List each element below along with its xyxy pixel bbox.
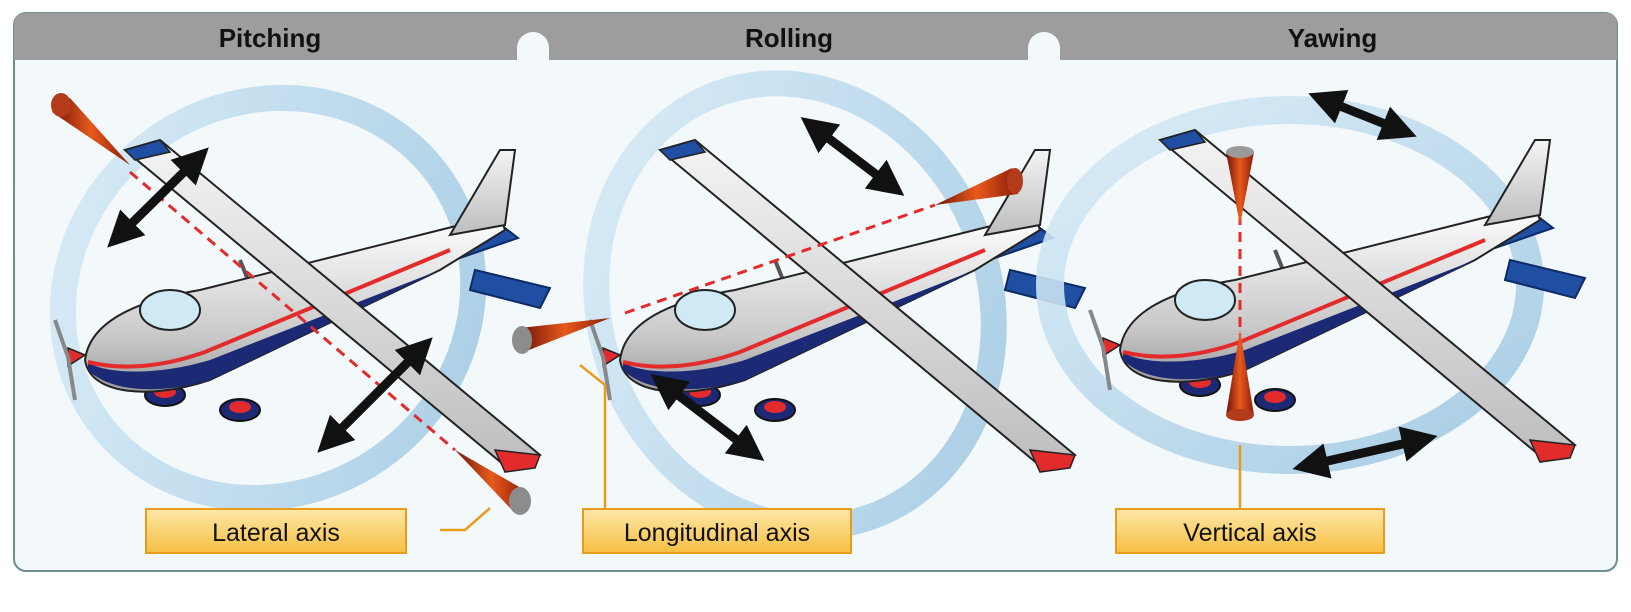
axis-cone-cap: [509, 487, 531, 515]
axis-cone-cap: [1226, 146, 1254, 158]
panel-title-rolling: Rolling: [744, 23, 834, 53]
roll-arrow-icon: [650, 374, 765, 461]
roll-arrow-icon: [800, 117, 905, 196]
panel-title-pitching: Pitching: [218, 23, 322, 53]
axis-cone: [455, 450, 528, 510]
pitch-arrow-icon: [107, 147, 209, 248]
axis-cone: [1226, 152, 1254, 225]
header-notch: [1028, 48, 1060, 62]
pitching-illustration: [49, 84, 552, 532]
axis-cone-cap: [1007, 168, 1023, 194]
axis-cone: [1226, 330, 1254, 415]
rotation-ring: [49, 84, 487, 512]
axis-cone-cap: [1226, 409, 1254, 421]
label-leader-line: [579, 364, 607, 508]
longitudinal-axis-label: Longitudinal axis: [582, 508, 852, 554]
yaw-arrow-icon: [1292, 426, 1438, 479]
longitudinal-axis-line: [624, 203, 936, 315]
yawing-illustration: [1036, 89, 1587, 508]
axis-cone: [520, 318, 610, 352]
axis-cone: [935, 168, 1018, 205]
panel-title-yawing: Yawing: [1287, 23, 1378, 53]
pitch-arrow-icon: [317, 337, 433, 453]
vertical-axis-label: Vertical axis: [1115, 508, 1385, 554]
rolling-illustration: [512, 70, 1087, 540]
lateral-axis-label: Lateral axis: [145, 508, 407, 554]
axis-cone-cap: [51, 93, 71, 117]
header-bar: [14, 13, 1617, 60]
axis-cone-cap: [512, 326, 532, 354]
yaw-arrow-icon: [1308, 89, 1417, 141]
label-leader-line: [440, 507, 491, 532]
header-notch: [517, 48, 549, 62]
